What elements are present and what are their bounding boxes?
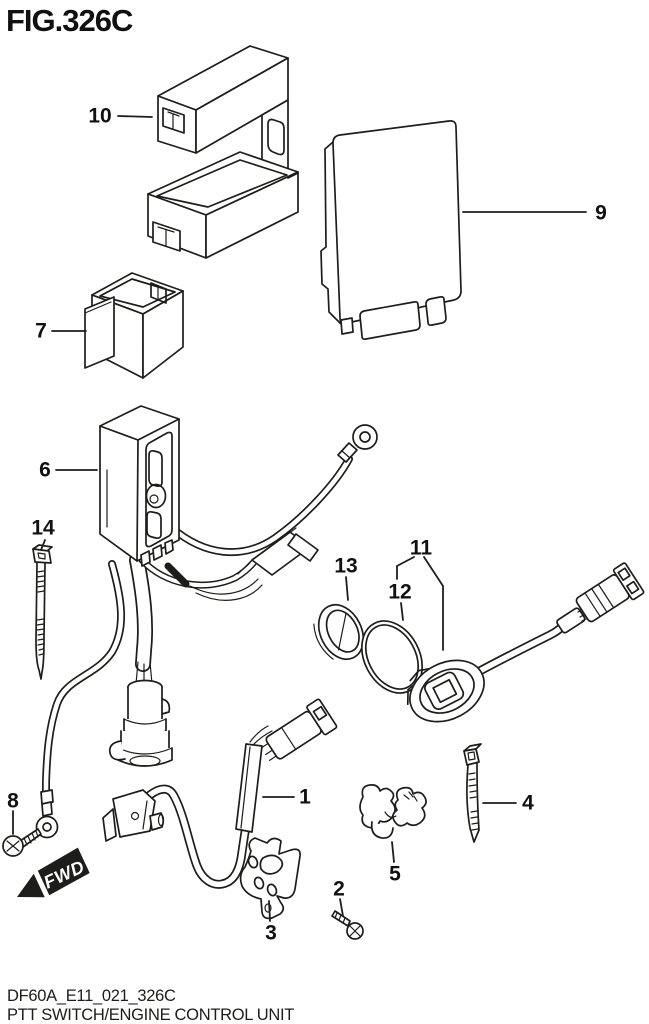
figure-caption: PTT SWITCH/ENGINE CONTROL UNIT: [7, 1006, 294, 1024]
part-ecu-drawing: [320, 120, 462, 341]
part-cap-drawing: [313, 604, 365, 660]
part-ecu-holder-drawing: [147, 45, 299, 259]
callout-1: 1: [299, 786, 311, 809]
part-cover-box-drawing: [84, 272, 184, 379]
callout-2: 2: [333, 878, 345, 901]
ring-terminal-bottom-drawing: [35, 789, 59, 839]
drawing-code: DF60A_E11_021_326C: [7, 987, 176, 1005]
part-clamp-drawing: [359, 784, 427, 839]
callout-8: 8: [7, 790, 19, 813]
part-cable-tie-right-drawing: [463, 743, 482, 843]
fwd-arrow: FWD: [17, 847, 90, 898]
callout-9: 9: [595, 202, 607, 225]
part-relay-drawing: [99, 405, 180, 567]
callout-3: 3: [265, 922, 277, 945]
callout-4: 4: [522, 792, 534, 815]
callout-14: 14: [31, 517, 55, 540]
part-lead-wire-assy-drawing: [102, 698, 338, 889]
callout-13: 13: [334, 555, 357, 578]
relay-connector-drawing: [237, 527, 319, 576]
ring-terminal-top-drawing: [337, 424, 378, 463]
callout-5: 5: [389, 863, 401, 886]
part-ptt-switch-drawing: [406, 562, 645, 723]
part-screw-2-drawing: [331, 910, 364, 940]
callout-10: 10: [88, 105, 111, 128]
callout-7: 7: [35, 320, 47, 343]
callout-12: 12: [388, 581, 411, 604]
callout-6: 6: [39, 459, 51, 482]
callout-11: 11: [410, 537, 433, 560]
harness-connector-drawing: [108, 661, 173, 767]
part-cable-tie-left-drawing: [32, 544, 53, 680]
part-oring-drawing: [361, 620, 423, 694]
part-bracket-drawing: [239, 837, 301, 920]
callout-labels: 10 9 7 6 14 13 12 11 1 8 2 3 5 4: [7, 105, 607, 945]
relay-wires-drawing: [42, 455, 353, 796]
figure-title: FIG.326C: [6, 3, 133, 38]
part-screw-8-drawing: [2, 828, 42, 857]
leader-lines: [12, 115, 587, 922]
